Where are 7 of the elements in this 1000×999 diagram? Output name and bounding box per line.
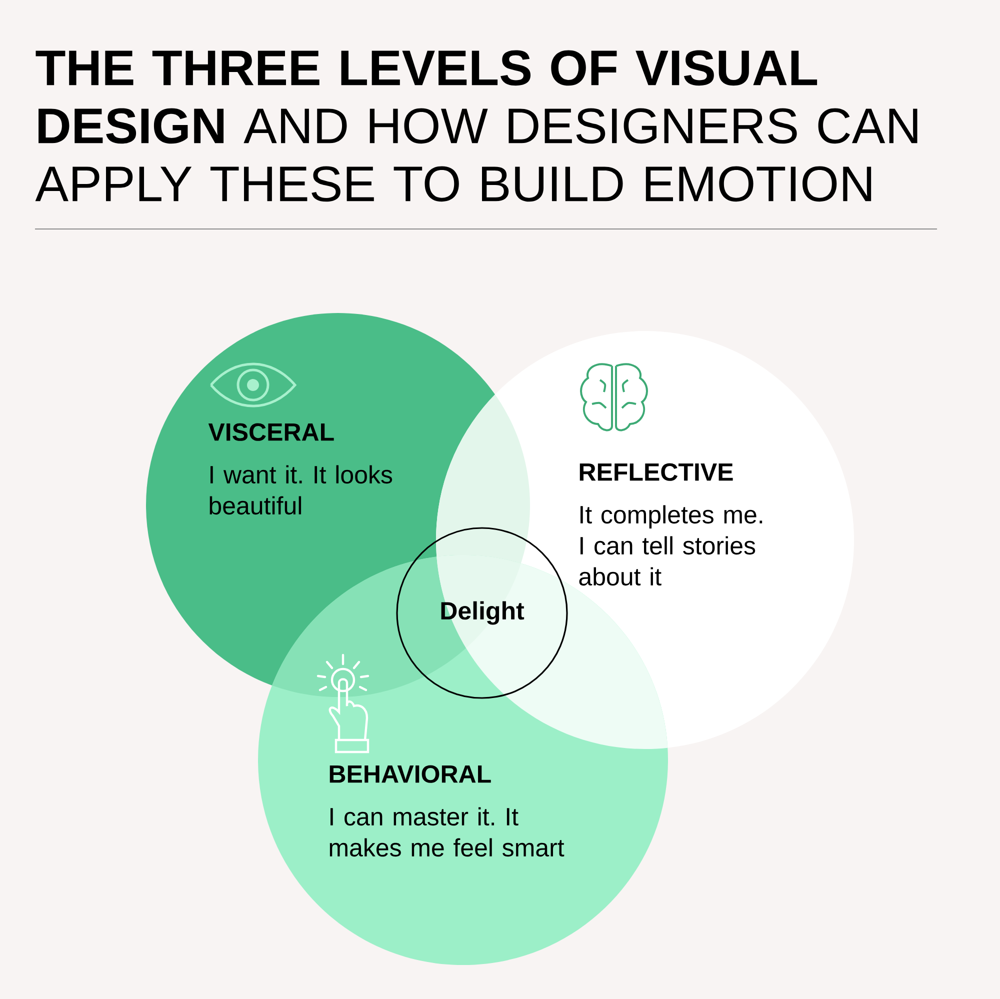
level-heading: BEHAVIORAL (330, 765, 491, 783)
level-description: I can master it. It makes me feel smart (330, 807, 564, 857)
level-heading: VISCERAL (208, 423, 334, 441)
diagram-title: THE THREE LEVELS OF VISUAL DESIGN AND HOW DESIGNERS CAN APPLY THESE TO BUILD EMOTION (35, 50, 918, 202)
level-description: I want it. It looks beautiful (210, 465, 392, 515)
level-heading: REFLECTIVE (580, 463, 733, 481)
level-description: It completes me. I can tell stories about it (579, 505, 762, 586)
